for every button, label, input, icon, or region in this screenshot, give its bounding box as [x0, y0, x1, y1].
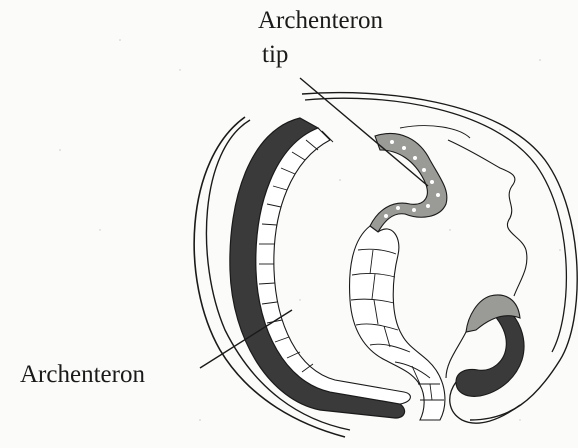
archenteron-tip-cells [370, 133, 447, 232]
label-archenteron: Archenteron [20, 360, 145, 390]
roof-thin-line [400, 126, 470, 138]
blastocoel-boundary [448, 140, 527, 296]
vitelline-layer-inner [305, 98, 566, 352]
label-archenteron-tip-line1: Archenteron [258, 6, 383, 36]
label-archenteron-tip-line2: tip [262, 40, 288, 70]
